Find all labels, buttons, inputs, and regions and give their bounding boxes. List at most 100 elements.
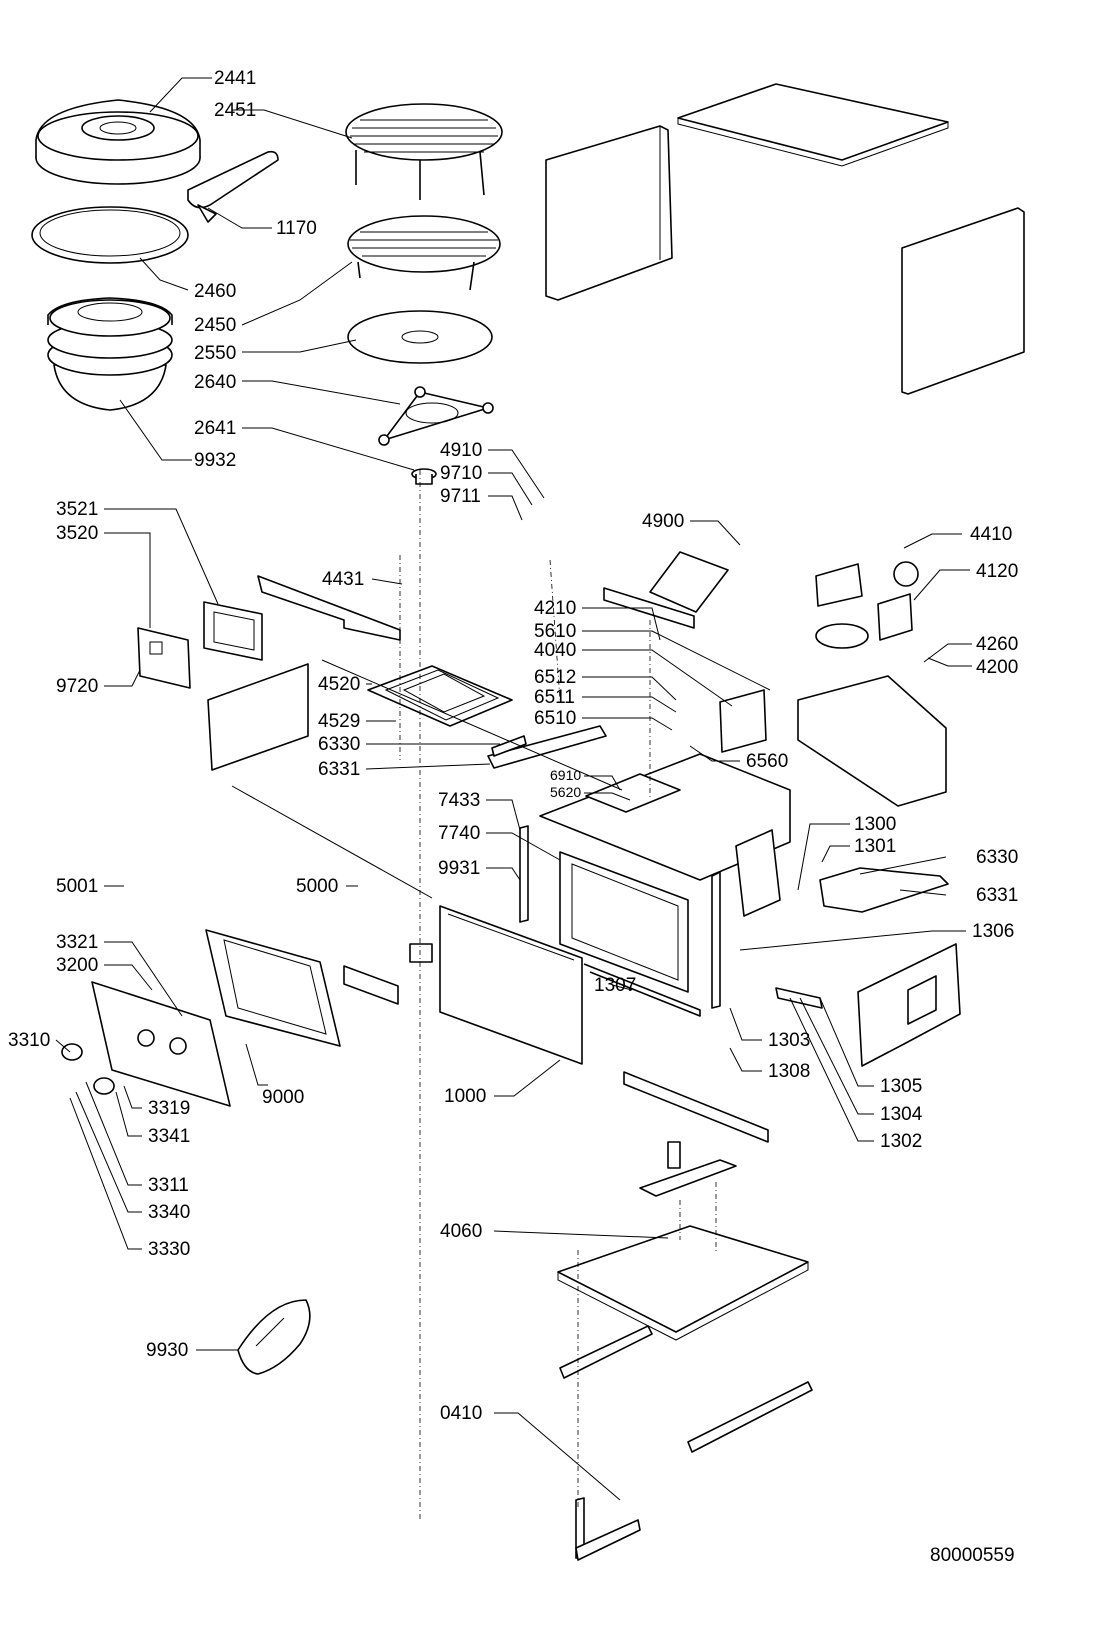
- part-label: 4040: [534, 640, 576, 661]
- part-label: 0410: [440, 1403, 482, 1424]
- diagram-id: 80000559: [930, 1545, 1015, 1566]
- base-rail-top-part: [623, 1071, 769, 1143]
- part-label: 6910: [550, 767, 581, 783]
- part-label: 9932: [194, 450, 236, 471]
- part-label: 2641: [194, 418, 236, 439]
- part-label: 4529: [318, 711, 360, 732]
- part-label: 9930: [146, 1340, 188, 1361]
- part-label: 5620: [550, 784, 581, 800]
- right-insulation-part: [857, 943, 961, 1067]
- part-label: 9931: [438, 858, 480, 879]
- handle-part: [187, 150, 279, 223]
- coupler-part: [411, 468, 437, 485]
- part-label: 3319: [148, 1098, 190, 1119]
- part-label: 1305: [880, 1076, 922, 1097]
- part-label: 4260: [976, 634, 1018, 655]
- part-label: 1307: [594, 975, 636, 996]
- part-label: 3330: [148, 1239, 190, 1260]
- low-rack-part: [347, 215, 501, 291]
- crisp-plate-part: [31, 206, 189, 264]
- part-label: 6331: [318, 759, 360, 780]
- leader-lines: [55, 77, 972, 1501]
- grill-element-part: [367, 665, 513, 727]
- part-label: 3520: [56, 523, 98, 544]
- parts-drawing: [31, 83, 1025, 1561]
- interface-board-part: [203, 601, 263, 661]
- part-label: 9720: [56, 676, 98, 697]
- side-panel-left-part: [545, 125, 673, 301]
- part-label: 1308: [768, 1061, 810, 1082]
- part-label: 3310: [8, 1030, 50, 1051]
- transformer-part: [719, 689, 767, 753]
- part-label: 4410: [970, 524, 1012, 545]
- part-label: 5001: [56, 876, 98, 897]
- part-label: 1170: [276, 218, 317, 239]
- part-label: 3340: [148, 1202, 190, 1223]
- part-label: 4120: [976, 561, 1018, 582]
- part-label: 3521: [56, 499, 98, 520]
- part-label: 2550: [194, 343, 236, 364]
- part-label: 4060: [440, 1221, 482, 1242]
- steamer-part: [47, 297, 173, 411]
- cavity-side-part: [735, 829, 781, 917]
- stirrer-plate-part: [639, 1141, 737, 1197]
- part-label: 6511: [534, 687, 575, 708]
- part-label: 2640: [194, 372, 236, 393]
- part-label: 5000: [296, 876, 338, 897]
- roller-ring-part: [378, 386, 494, 446]
- control-panel-frame-part: [205, 929, 341, 1047]
- part-label: 1302: [880, 1131, 922, 1152]
- part-label: 1000: [444, 1086, 486, 1107]
- part-label: 1300: [854, 814, 896, 835]
- part-label: 1303: [768, 1030, 810, 1051]
- switch-block-part: [343, 943, 433, 1005]
- part-labels: 2441 2451 1170 2460 2450 2550 2640 2641 …: [8, 68, 1018, 1566]
- control-board-part: [137, 627, 191, 689]
- part-label: 1301: [854, 836, 896, 857]
- side-panel-right-part: [901, 207, 1025, 395]
- part-label: 4200: [976, 657, 1018, 678]
- control-panel-part: [91, 981, 231, 1107]
- door-switch-part: [775, 867, 949, 1009]
- door-part: [439, 905, 701, 1065]
- top-panel-part: [677, 83, 949, 167]
- part-label: 2460: [194, 281, 236, 302]
- base-plate-part: [557, 1225, 809, 1341]
- part-label: 2451: [214, 100, 256, 121]
- part-label: 1306: [972, 921, 1014, 942]
- magnetron-bracket-part: [603, 551, 729, 629]
- foot-bracket-part: [575, 1497, 641, 1561]
- high-rack-part: [345, 103, 503, 200]
- part-label: 3341: [148, 1126, 190, 1147]
- part-label: 7740: [438, 823, 480, 844]
- part-label: 4210: [534, 598, 576, 619]
- fan-motor-part: [815, 561, 919, 649]
- insulation-pad-part: [207, 663, 309, 771]
- part-label: 6331: [976, 885, 1018, 906]
- part-label: 9711: [440, 486, 481, 507]
- part-label: 6512: [534, 667, 576, 688]
- part-label: 6510: [534, 708, 576, 729]
- cover-dish-part: [35, 99, 201, 185]
- part-label: 5610: [534, 621, 576, 642]
- part-label: 6330: [318, 734, 360, 755]
- part-label: 2441: [214, 68, 256, 89]
- turntable-plate-part: [347, 310, 493, 364]
- part-label: 4910: [440, 440, 482, 461]
- part-label: 3200: [56, 955, 98, 976]
- part-label: 6560: [746, 751, 788, 772]
- base-rail-right-part: [687, 1381, 813, 1453]
- part-label: 7433: [438, 790, 480, 811]
- part-label: 3321: [56, 932, 98, 953]
- part-label: 1304: [880, 1104, 923, 1125]
- back-panel-part: [797, 675, 947, 807]
- part-label: 9710: [440, 463, 482, 484]
- part-label: 9000: [262, 1087, 304, 1108]
- part-label: 2450: [194, 315, 236, 336]
- base-rail-left-part: [559, 1325, 653, 1379]
- part-label: 4431: [322, 569, 364, 590]
- oven-cavity-part: [519, 753, 791, 1009]
- part-label: 4900: [642, 511, 684, 532]
- part-label: 4520: [318, 674, 360, 695]
